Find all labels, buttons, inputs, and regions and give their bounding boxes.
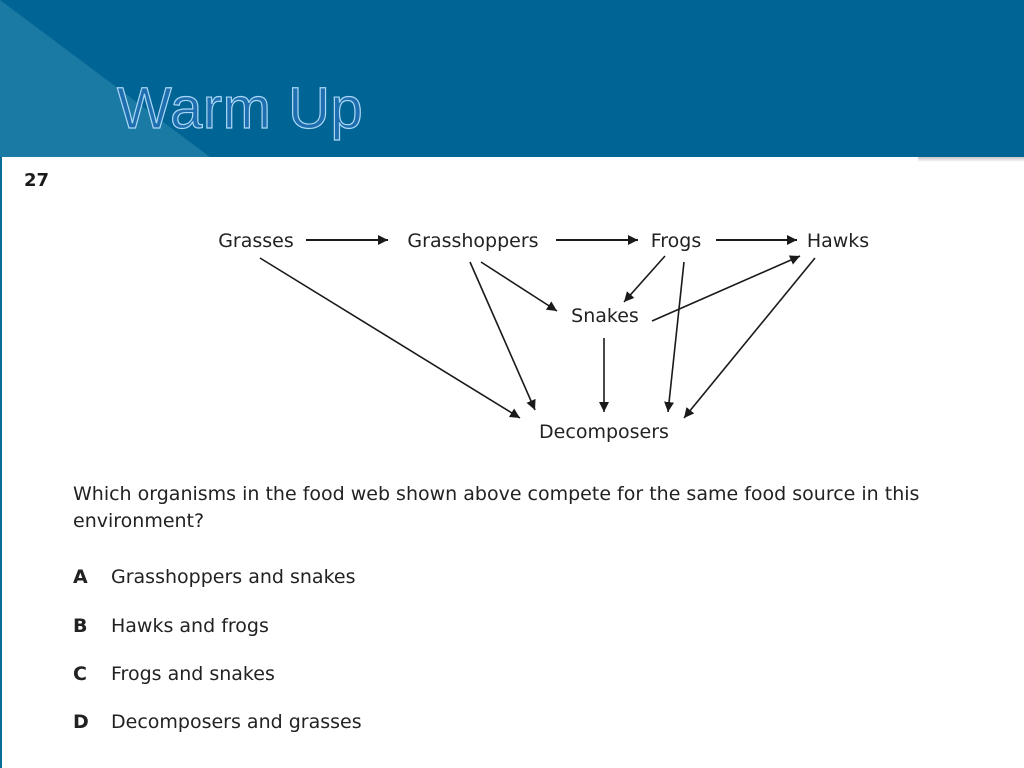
option-text: Frogs and snakes <box>111 663 275 685</box>
slide-title: Warm Up <box>116 75 364 141</box>
node-frogs: Frogs <box>651 230 702 252</box>
header-stripe <box>0 0 210 157</box>
header-background <box>0 0 210 157</box>
answer-option-c[interactable]: C Frogs and snakes <box>73 663 275 685</box>
left-border <box>0 157 2 768</box>
arrow-grasshoppers-to-snakes <box>480 261 558 312</box>
node-decomposers: Decomposers <box>539 421 669 443</box>
node-hawks: Hawks <box>807 230 869 252</box>
option-letter: A <box>73 566 88 588</box>
option-text: Decomposers and grasses <box>111 711 362 733</box>
arrow-frogs-to-snakes <box>623 255 666 303</box>
option-text: Grasshoppers and snakes <box>111 566 356 588</box>
arrow-snakes-to-hawks <box>651 255 801 322</box>
option-letter: B <box>73 615 88 637</box>
answer-option-b[interactable]: B Hawks and frogs <box>73 615 269 637</box>
node-snakes: Snakes <box>571 305 639 327</box>
node-grasshoppers: Grasshoppers <box>407 230 538 252</box>
option-letter: C <box>73 663 87 685</box>
arrow-hawks-to-decomposers <box>683 257 816 419</box>
food-web-arrows <box>259 235 816 419</box>
option-text: Hawks and frogs <box>111 615 269 637</box>
question-text: Which organisms in the food web shown ab… <box>73 483 920 532</box>
node-grasses: Grasses <box>218 230 294 252</box>
arrow-grasshoppers-to-decomposers <box>469 261 536 411</box>
answer-option-d[interactable]: D Decomposers and grasses <box>73 711 362 733</box>
arrow-frogs-to-decomposers <box>664 261 685 413</box>
header-shadow <box>918 157 1024 162</box>
option-letter: D <box>73 711 89 733</box>
question-number: 27 <box>24 170 50 191</box>
arrow-grasses-to-decomposers <box>259 257 521 419</box>
answer-option-a[interactable]: A Grasshoppers and snakes <box>73 566 356 588</box>
food-web-nodes: Grasses Grasshoppers Frogs Hawks Snakes … <box>218 230 869 443</box>
slide-header: Warm Up <box>0 0 1024 157</box>
